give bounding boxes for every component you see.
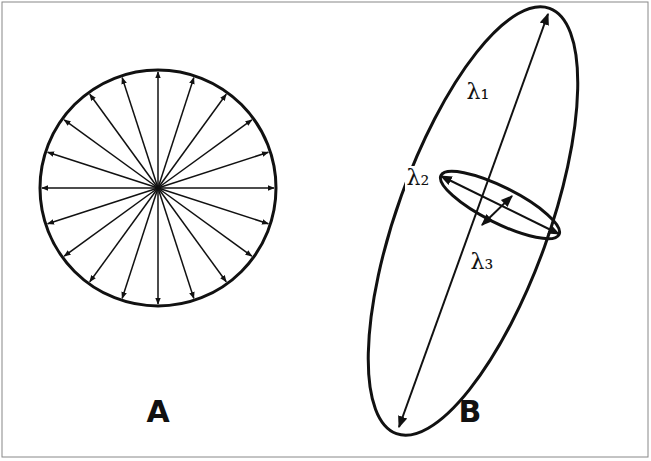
- radial-arrow: [48, 188, 158, 224]
- radial-arrow: [158, 152, 268, 188]
- eigenvalue-label: λ₃: [469, 250, 496, 274]
- ellipsoid-outline: [325, 0, 621, 459]
- sphere-outline: [40, 70, 276, 306]
- radial-arrow: [157, 72, 159, 188]
- eigenvalue-label: λ₁: [465, 80, 492, 104]
- radial-arrow: [122, 188, 158, 298]
- radial-arrow: [48, 152, 158, 188]
- eigenvalue-label: λ₂: [405, 166, 432, 190]
- radial-arrow: [158, 188, 268, 224]
- radial-arrow: [158, 188, 194, 298]
- radial-arrow: [158, 188, 252, 256]
- third-axis-arrow: [482, 196, 512, 225]
- radial-arrow: [157, 188, 159, 304]
- radial-arrow: [64, 120, 158, 188]
- radial-arrow: [64, 188, 158, 256]
- frame: [2, 2, 648, 457]
- panel-letter: B: [457, 396, 484, 428]
- panel-letter: A: [144, 396, 171, 428]
- radial-arrow: [90, 188, 158, 282]
- radial-arrow: [158, 187, 274, 189]
- radial-arrow: [158, 78, 194, 188]
- radial-arrow: [158, 188, 226, 282]
- radial-arrow: [122, 78, 158, 188]
- cross-section-ellipse: [433, 159, 567, 250]
- radial-arrow: [42, 187, 158, 189]
- radial-arrow: [158, 94, 226, 188]
- major-axis-arrow: [399, 14, 548, 427]
- second-axis-arrow: [441, 176, 559, 234]
- radial-arrow: [90, 94, 158, 188]
- isotropic-arrows: [42, 72, 274, 304]
- radial-arrow: [158, 120, 252, 188]
